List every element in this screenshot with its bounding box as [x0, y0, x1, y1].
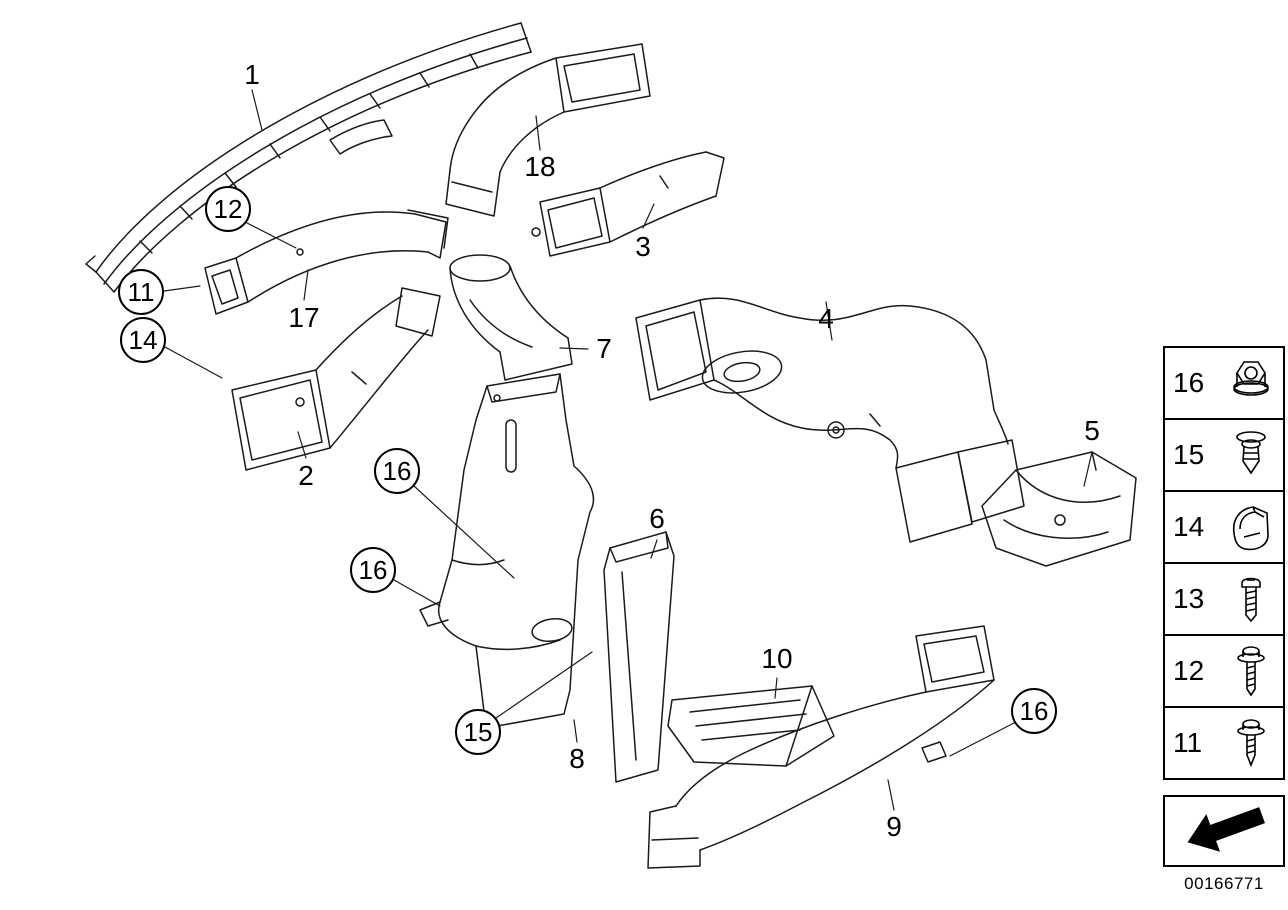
- balloon-12[interactable]: 12: [205, 186, 251, 232]
- legend-item-11[interactable]: 11: [1163, 706, 1285, 780]
- part-label-1[interactable]: 1: [244, 59, 260, 90]
- part-label-3[interactable]: 3: [635, 231, 651, 262]
- balloon-15[interactable]: 15: [455, 709, 501, 755]
- part-label-7[interactable]: 7: [596, 333, 612, 364]
- part-label-18[interactable]: 18: [524, 151, 556, 182]
- part-4-drawing: [635, 297, 1025, 543]
- part-17-drawing: [204, 209, 449, 315]
- balloon-16[interactable]: 16: [374, 448, 420, 494]
- part-label-2[interactable]: 2: [298, 460, 314, 491]
- balloon-11[interactable]: 11: [118, 269, 164, 315]
- part-label-17[interactable]: 17: [288, 302, 320, 333]
- legend-number: 15: [1173, 439, 1205, 470]
- back-arrow-icon: [1174, 801, 1274, 862]
- balloon-leader-lines: [163, 222, 1015, 757]
- balloon-14[interactable]: 14: [120, 317, 166, 363]
- legend-number: 16: [1173, 367, 1205, 398]
- legend-item-13[interactable]: 13: [1163, 562, 1285, 636]
- part-label-9[interactable]: 9: [886, 811, 902, 842]
- part-2-drawing: [231, 287, 441, 471]
- diagram-number: 00166771: [1184, 874, 1264, 893]
- part-3-drawing: [531, 151, 725, 257]
- balloon-16[interactable]: 16: [1011, 688, 1057, 734]
- part-label-4[interactable]: 4: [818, 303, 834, 334]
- legend-number: 14: [1173, 511, 1205, 542]
- washer-screw-icon: [1219, 643, 1283, 699]
- part-7-drawing: [449, 254, 573, 381]
- part-6-drawing: [603, 531, 675, 783]
- part-5-drawing: [981, 451, 1137, 567]
- part-label-10[interactable]: 10: [761, 643, 793, 674]
- part-label-5[interactable]: 5: [1084, 415, 1100, 446]
- hex-nut-icon: [1219, 355, 1283, 411]
- fastener-legend: 16 15 14 13 12 11: [1163, 346, 1285, 780]
- nav-arrow-box[interactable]: [1163, 795, 1285, 867]
- part-1-drawing: [85, 22, 532, 293]
- legend-item-12[interactable]: 12: [1163, 634, 1285, 708]
- legend-number: 11: [1173, 727, 1203, 758]
- part-9-drawing: [647, 625, 995, 869]
- legend-item-16[interactable]: 16: [1163, 346, 1285, 420]
- sheet-metal-clamp-icon: [1219, 499, 1283, 555]
- torx-screw-icon: [1219, 571, 1283, 627]
- legend-number: 13: [1173, 583, 1205, 614]
- part-10-drawing: [667, 685, 835, 767]
- part-18-drawing: [445, 43, 651, 217]
- legend-item-15[interactable]: 15: [1163, 418, 1285, 492]
- part-label-8[interactable]: 8: [569, 743, 585, 774]
- leader-lines: [251, 89, 1093, 811]
- expansion-rivet-icon: [1219, 427, 1283, 483]
- legend-number: 12: [1173, 655, 1205, 686]
- balloon-16[interactable]: 16: [350, 547, 396, 593]
- washer-screw-short-icon: [1219, 715, 1283, 771]
- part-label-6[interactable]: 6: [649, 503, 665, 534]
- legend-item-14[interactable]: 14: [1163, 490, 1285, 564]
